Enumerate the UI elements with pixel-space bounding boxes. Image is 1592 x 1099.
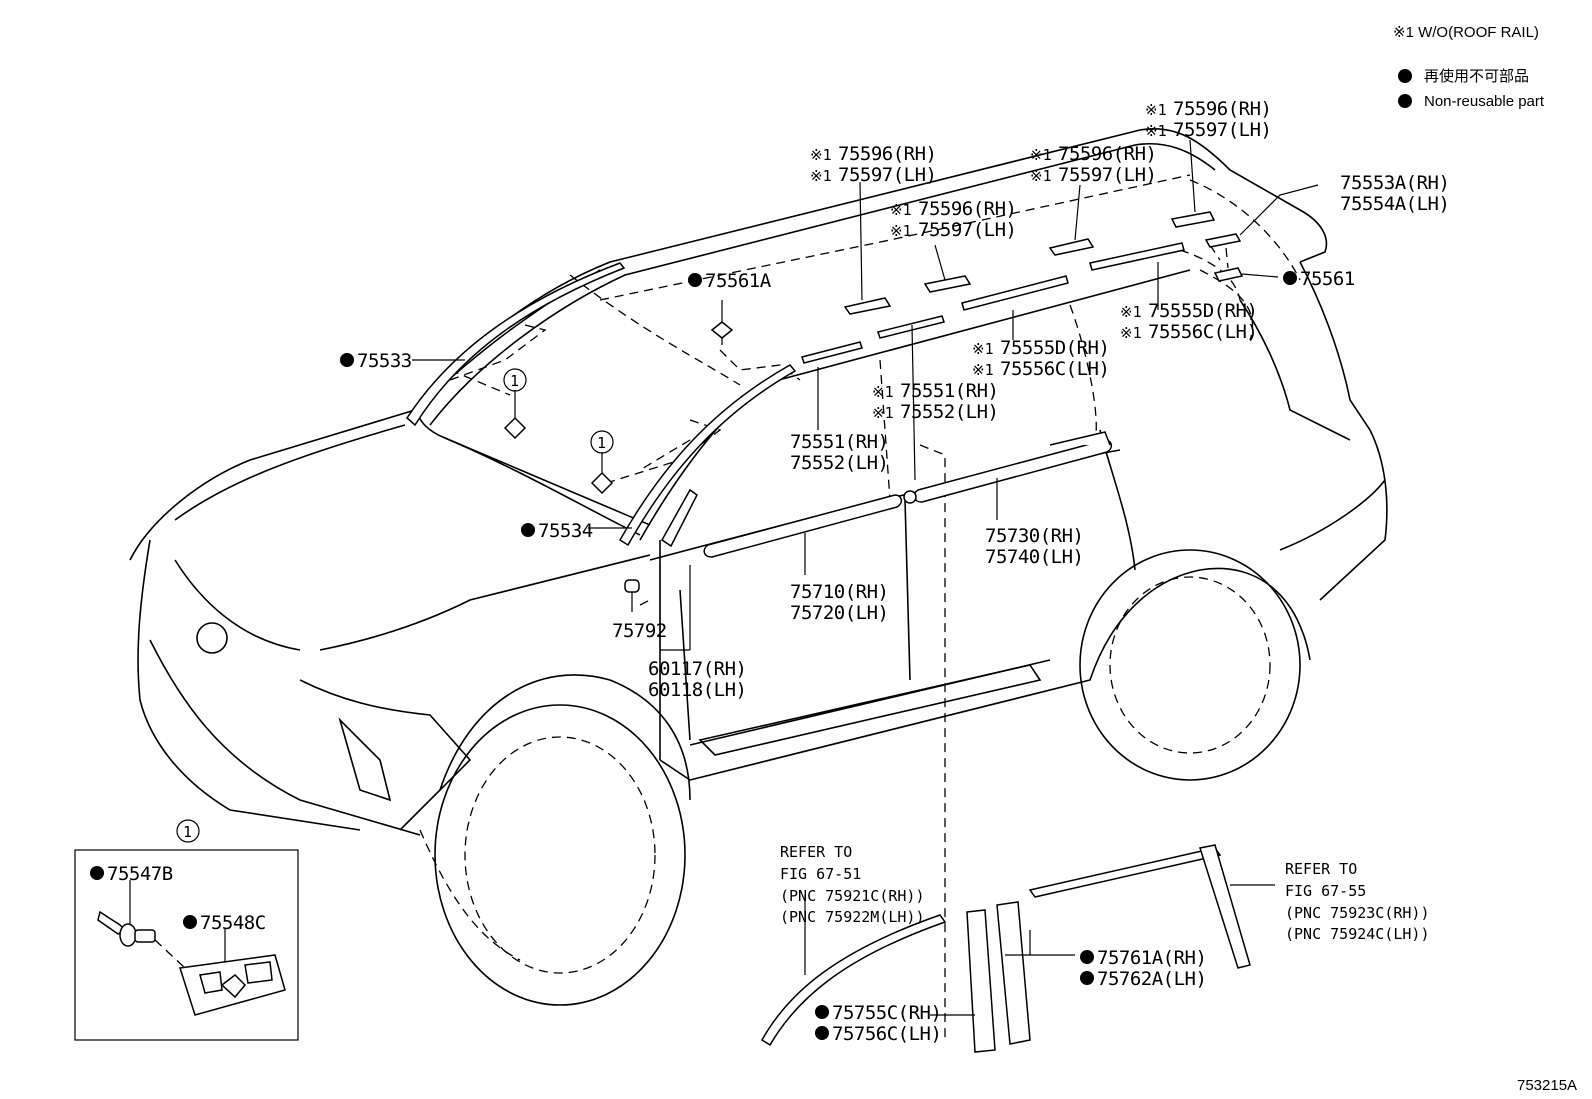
label-75596-rh: 75596(RH): [1058, 143, 1156, 165]
circle-ref-1-label: 1: [510, 372, 519, 390]
roof-rail-mark: ※1: [1145, 122, 1167, 140]
label-75547b: 75547B: [107, 863, 173, 885]
roof-rail-mark: ※1: [872, 404, 894, 422]
windshield-moldings: [406, 262, 797, 593]
label-60117-rh: 60117(RH): [648, 658, 746, 680]
roof-rail-mark: ※1: [890, 222, 912, 240]
refer-left-line3: (PNC 75921C(RH)): [780, 887, 925, 905]
label-75710-rh: 75710(RH): [790, 581, 888, 603]
circle-ref-1: [503, 368, 527, 392]
label-75555d-rh: 75555D(RH): [1000, 337, 1109, 359]
label-75533: 75533: [357, 350, 412, 372]
roof-rail-mark: ※1: [1120, 324, 1142, 342]
callout-labels: ※1 75596(RH) ※1 75597(LH) ※1 75596(RH) ※…: [90, 98, 1450, 1045]
non-reusable-dot-icon: [815, 1026, 829, 1040]
figure-id: 753215A: [1517, 1077, 1577, 1094]
label-75555d-rh: 75555D(RH): [1148, 300, 1257, 322]
label-75596-rh: 75596(RH): [918, 198, 1016, 220]
label-75552-lh: 75552(LH): [900, 401, 998, 423]
label-60118-lh: 60118(LH): [648, 679, 746, 701]
label-75534: 75534: [538, 520, 593, 542]
label-75556c-lh: 75556C(LH): [1148, 321, 1257, 343]
non-reusable-dot-icon: [815, 1005, 829, 1019]
label-75596-rh: 75596(RH): [838, 143, 936, 165]
label-75552-lh: 75552(LH): [790, 452, 888, 474]
label-75553a-rh: 75553A(RH): [1340, 172, 1449, 194]
roof-rail-mark: ※1: [1030, 167, 1052, 185]
roof-rail-mark: ※1: [1120, 303, 1142, 321]
non-reusable-dot-icon: [1080, 950, 1094, 964]
label-75596-rh: 75596(RH): [1173, 98, 1271, 120]
label-75792: 75792: [612, 620, 667, 642]
label-75597-lh: 75597(LH): [838, 164, 936, 186]
circle-ref-1-label: 1: [183, 823, 192, 841]
non-reusable-dot-icon: [688, 273, 702, 287]
refer-right-line1: REFER TO: [1285, 860, 1357, 878]
label-75597-lh: 75597(LH): [1173, 119, 1271, 141]
clip-detail-box: [74, 849, 299, 1041]
label-75561a: 75561A: [705, 270, 772, 292]
label-75597-lh: 75597(LH): [918, 219, 1016, 241]
label-75597-lh: 75597(LH): [1058, 164, 1156, 186]
label-75756c-lh: 75756C(LH): [832, 1023, 941, 1045]
non-reusable-dot-icon: [1398, 94, 1412, 108]
non-reusable-dot-icon: [521, 523, 535, 537]
roof-rail-mark: ※1: [872, 383, 894, 401]
label-75561: 75561: [1300, 268, 1355, 290]
non-reusable-dot-icon: [340, 353, 354, 367]
roof-rail-mark: ※1: [890, 201, 912, 219]
leader-lines: [129, 139, 1319, 1016]
non-reusable-dot-icon: [90, 866, 104, 880]
refer-left-line4: (PNC 75922M(LH)): [780, 908, 925, 926]
non-reusable-dot-icon: [1080, 971, 1094, 985]
non-reusable-jp-label: 再使用不可部品: [1424, 68, 1529, 85]
roof-rail-mark: ※1: [810, 167, 832, 185]
label-75554a-lh: 75554A(LH): [1340, 193, 1449, 215]
circle-ref-1-label: 1: [597, 434, 606, 452]
refer-note-left: REFER TO FIG 67-51 (PNC 75921C(RH)) (PNC…: [780, 843, 925, 926]
roof-rail-mark: ※1: [972, 361, 994, 379]
window-frame-parts: [760, 844, 1251, 1053]
roof-rail-mark: ※1: [972, 340, 994, 358]
label-75761a-rh: 75761A(RH): [1097, 947, 1206, 969]
non-reusable-dot-icon: [183, 915, 197, 929]
roof-rail-mark: ※1: [1145, 101, 1167, 119]
refer-note-right: REFER TO FIG 67-55 (PNC 75923C(RH)) (PNC…: [1285, 860, 1430, 943]
door-moldings: [661, 431, 1113, 558]
refer-right-line3: (PNC 75923C(RH)): [1285, 904, 1430, 922]
label-75548c: 75548C: [200, 912, 266, 934]
circle-ref-group: 1 1 1: [176, 368, 614, 843]
vehicle-outline: [129, 128, 1388, 1006]
non-reusable-dot-icon: [1283, 271, 1297, 285]
roof-rail-mark: ※1: [1030, 146, 1052, 164]
non-reusable-dot-icon: [1398, 69, 1412, 83]
roof-rail-note: ※1 W/O(ROOF RAIL): [1393, 24, 1539, 41]
circle-ref-1: [590, 430, 614, 454]
roof-rail-mark: ※1: [810, 146, 832, 164]
label-75551-rh: 75551(RH): [900, 380, 998, 402]
refer-right-line2: FIG 67-55: [1285, 882, 1366, 900]
refer-right-line4: (PNC 75924C(LH)): [1285, 925, 1430, 943]
refer-left-line1: REFER TO: [780, 843, 852, 861]
roof-parts: [710, 211, 1244, 364]
label-75755c-rh: 75755C(RH): [832, 1002, 941, 1024]
label-75720-lh: 75720(LH): [790, 602, 888, 624]
label-75551-rh: 75551(RH): [790, 431, 888, 453]
non-reusable-en-label: Non-reusable part: [1424, 93, 1545, 110]
circle-ref-1: [176, 819, 200, 843]
label-75556c-lh: 75556C(LH): [1000, 358, 1109, 380]
refer-left-line2: FIG 67-51: [780, 865, 861, 883]
label-75762a-lh: 75762A(LH): [1097, 968, 1206, 990]
label-75730-rh: 75730(RH): [985, 525, 1083, 547]
label-75740-lh: 75740(LH): [985, 546, 1083, 568]
